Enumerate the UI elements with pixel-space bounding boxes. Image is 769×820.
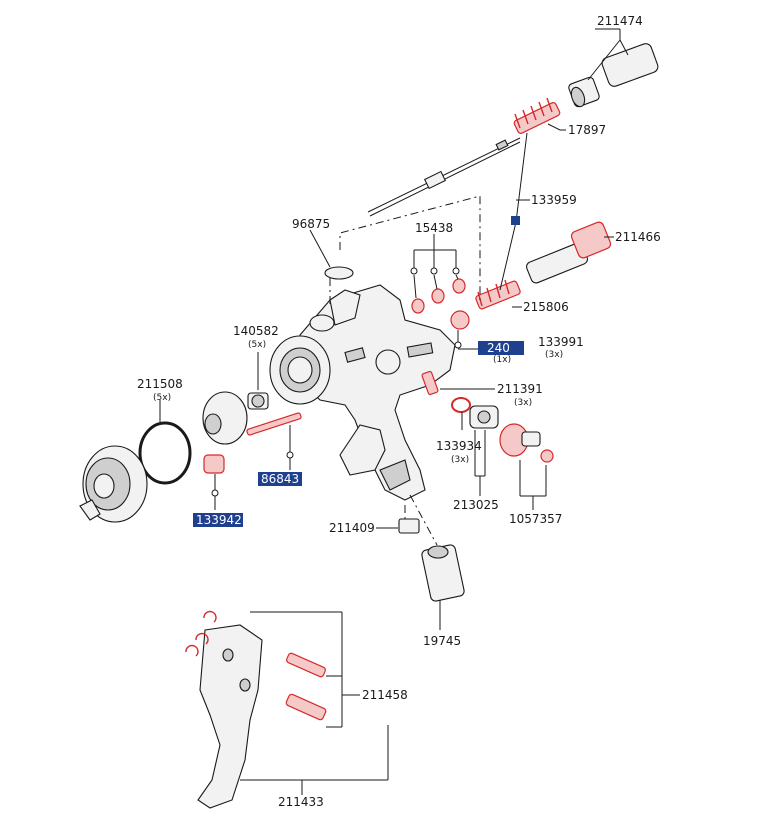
part-17897-spring [513,97,561,134]
part-133991-nut [450,310,470,330]
label-15438: 15438 [415,221,453,235]
part-211391-oring [451,397,471,413]
part-fluid-nozzle [202,391,248,445]
label-211508-qty: (5x) [153,393,171,403]
label-211508: 211508 [137,377,183,391]
part-1057357-knob [499,423,554,463]
leader-dots [211,216,520,497]
gun-body [269,284,456,501]
label-1057357: 1057357 [509,512,562,526]
label-133959: 133959 [531,193,577,207]
label-211458: 211458 [362,688,408,702]
label-133942: 133942 [196,513,242,527]
badge-86843 [258,472,302,486]
label-240-qty: (1x) [493,355,511,365]
part-140582-nut [247,392,269,410]
label-19745: 19745 [423,634,461,648]
part-air-cap [79,445,148,523]
label-211391: 211391 [497,382,543,396]
label-17897: 17897 [568,123,606,137]
label-211474: 211474 [597,14,643,28]
label-211433: 211433 [278,795,324,809]
label-140582: 140582 [233,324,279,338]
label-133934-qty: (3x) [451,455,469,465]
part-215806-spring [475,279,521,310]
leader-lines [159,28,629,795]
label-133991: 133991 [538,335,584,349]
label-133934: 133934 [436,439,482,453]
part-211391-spring [421,370,439,396]
label-215806: 215806 [523,300,569,314]
label-211409: 211409 [329,521,375,535]
label-211391-qty: (3x) [514,398,532,408]
label-133991-qty: (3x) [545,350,563,360]
label-140582-qty: (5x) [248,340,266,350]
badge-133942 [193,513,243,527]
part-96875-oring [324,266,354,280]
part-211474-knob [568,43,659,108]
needle [367,137,521,217]
part-211508-ring [138,421,192,485]
label-240: 240 [487,341,510,355]
part-15438-seals [411,278,466,314]
label-213025: 213025 [453,498,499,512]
part-211433-trigger [197,624,263,809]
part-19745-fitting [421,544,465,602]
part-211409-clip [398,518,420,534]
badge-240 [478,341,524,355]
part-213025-valve [469,405,499,429]
part-133942-nozzle [203,454,225,474]
label-86843: 86843 [261,472,299,486]
part-211466-adjuster [526,221,612,284]
label-211466: 211466 [615,230,661,244]
part-86843-pin [246,412,302,436]
label-96875: 96875 [292,217,330,231]
part-211458-pins [185,610,327,721]
